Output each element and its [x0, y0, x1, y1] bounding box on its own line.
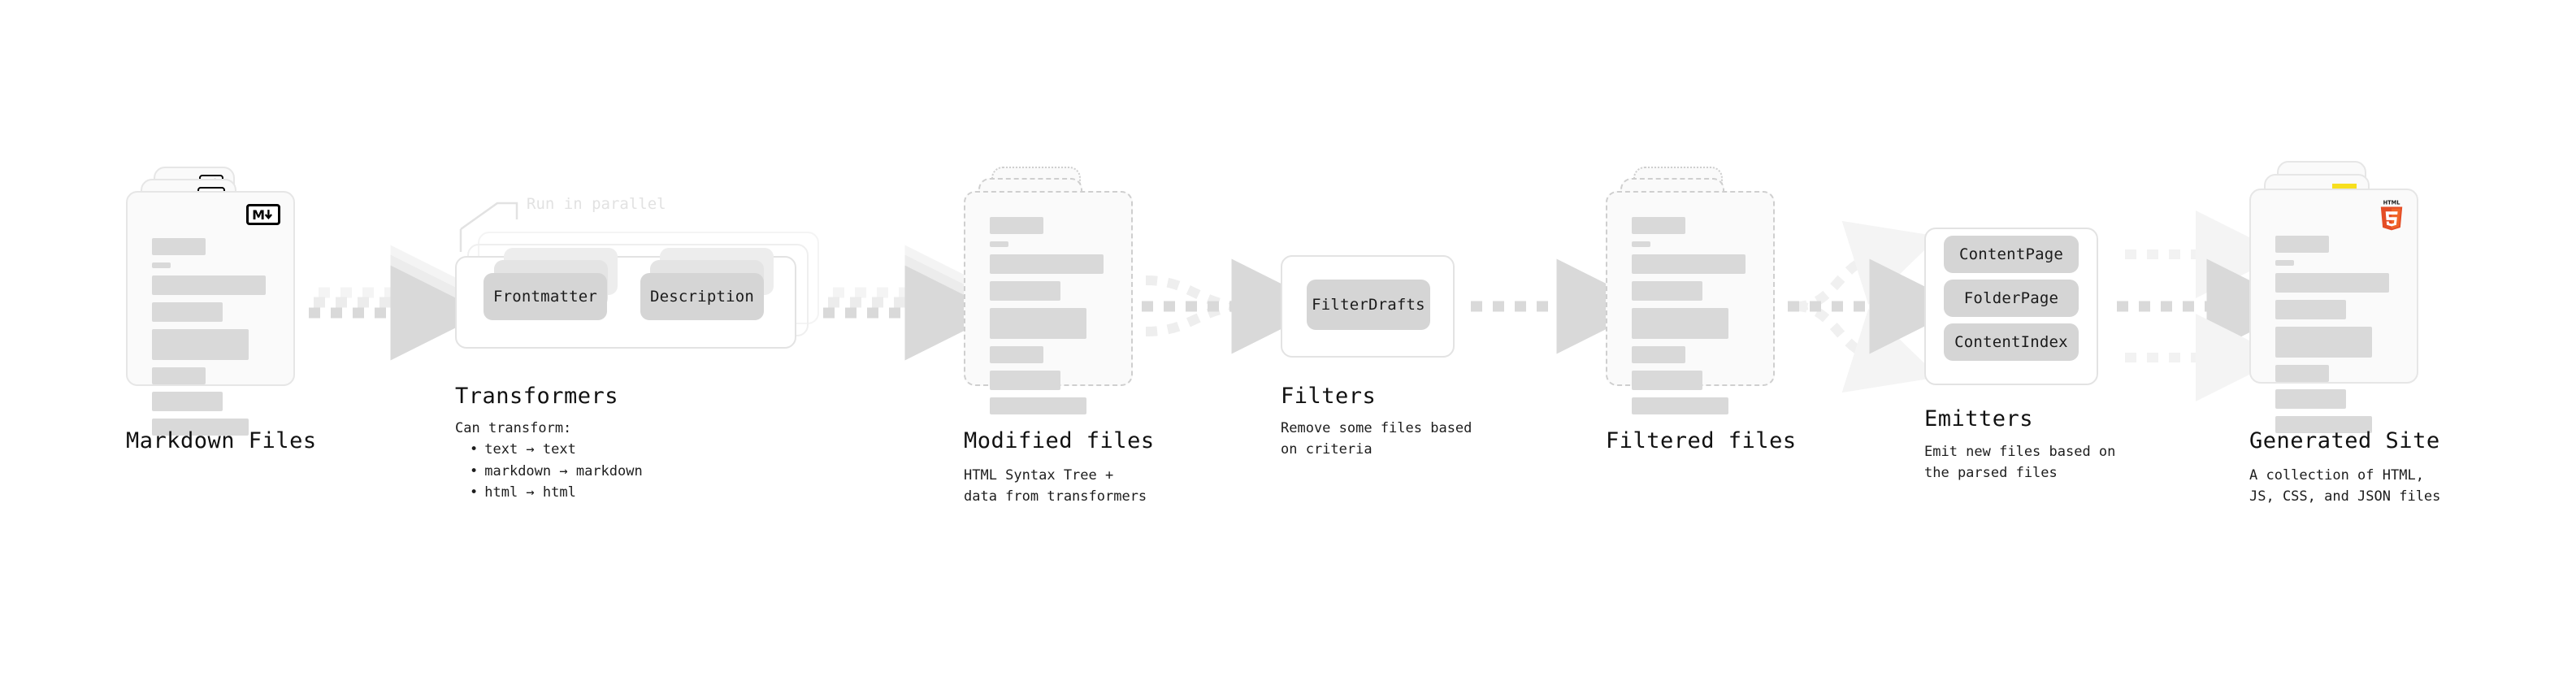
stage-title-generated-site: Generated Site: [2249, 428, 2440, 453]
filter-pill-filterdrafts[interactable]: FilterDrafts: [1307, 280, 1430, 330]
content-bar: [1632, 371, 1702, 390]
transformers-description: Can transform: text → text markdown → ma…: [455, 418, 723, 503]
markdown-card-content: [152, 238, 274, 443]
transformers-subtitle: Can transform:: [455, 420, 572, 436]
content-bar: [990, 346, 1043, 363]
stage-title-emitters: Emitters: [1924, 406, 2034, 432]
transformers-bullet: html → html: [470, 482, 723, 503]
content-bar: [990, 397, 1086, 414]
content-bar: [152, 367, 206, 384]
content-bar: [1632, 281, 1702, 301]
svg-text:HTML: HTML: [2383, 200, 2401, 206]
content-bar: [2275, 416, 2372, 433]
markdown-icon: M: [246, 204, 280, 225]
content-bar: [2275, 365, 2329, 382]
filtered-card-front[interactable]: [1606, 191, 1775, 414]
filtered-card-content: [1632, 217, 1754, 422]
html5-icon: HTML: [2378, 198, 2405, 234]
filters-description: Remove some files based on criteria: [1281, 420, 1472, 458]
content-bar: [1632, 241, 1650, 247]
emitters-description: Emit new files based on the parsed files: [1924, 444, 2116, 482]
content-bar: [1632, 308, 1728, 339]
content-bar: [990, 371, 1060, 390]
content-bar: [152, 302, 223, 322]
content-bar: [2275, 327, 2372, 358]
transformers-bullet: text → text: [470, 439, 723, 460]
transformer-pill-frontmatter[interactable]: Frontmatter: [484, 273, 607, 320]
emitter-pill-contentpage[interactable]: ContentPage: [1944, 236, 2079, 273]
content-bar: [2275, 300, 2346, 319]
modified-files-description: HTML Syntax Tree + data from transformer…: [964, 467, 1147, 505]
content-bar: [1632, 254, 1746, 274]
content-bar: [990, 217, 1043, 234]
transformer-pill-description[interactable]: Description: [640, 273, 764, 320]
content-bar: [152, 275, 266, 295]
content-bar: [152, 329, 249, 360]
content-bar: [990, 308, 1086, 339]
modified-card-front[interactable]: [964, 191, 1133, 414]
generated-site-description: A collection of HTML, JS, CSS, and JSON …: [2249, 467, 2441, 505]
content-bar: [2275, 273, 2389, 293]
arrow-filtered-to-emitters: [1788, 220, 1965, 393]
stage-title-markdown-files: Markdown Files: [126, 428, 317, 453]
content-bar: [2275, 260, 2294, 266]
emitter-pill-contentindex[interactable]: ContentIndex: [1944, 323, 2079, 361]
svg-text:M: M: [252, 208, 265, 221]
stage-title-filters: Filters: [1281, 384, 1377, 409]
modified-card-content: [990, 217, 1112, 422]
generated-card-content: [2275, 236, 2397, 440]
stage-title-transformers: Transformers: [455, 384, 619, 409]
content-bar: [152, 238, 206, 255]
content-bar: [1632, 346, 1685, 363]
content-bar: [1632, 397, 1728, 414]
content-bar: [990, 254, 1104, 274]
arrow-modified-to-filters: [1142, 258, 1327, 354]
arrow-md-to-transformers: [309, 245, 486, 361]
content-bar: [990, 241, 1008, 247]
content-bar: [152, 419, 249, 436]
emitter-pill-folderpage[interactable]: FolderPage: [1944, 280, 2079, 317]
content-bar: [152, 262, 171, 268]
arrow-emitters-to-site: [2117, 210, 2302, 401]
content-bar: [2275, 389, 2346, 409]
content-bar: [2275, 236, 2329, 253]
stage-title-filtered-files: Filtered files: [1606, 428, 1797, 453]
transformers-bullet-list: text → text markdown → markdown html → h…: [455, 439, 723, 503]
run-in-parallel-label: Run in parallel: [527, 195, 666, 213]
markdown-card-front[interactable]: M: [126, 191, 295, 436]
arrow-transformers-to-modified: [823, 245, 1000, 361]
transformers-bullet: markdown → markdown: [470, 461, 723, 482]
content-bar: [152, 392, 223, 411]
content-bar: [990, 281, 1060, 301]
generated-card-front[interactable]: HTML: [2249, 189, 2418, 433]
stage-title-modified-files: Modified files: [964, 428, 1155, 453]
content-bar: [1632, 217, 1685, 234]
